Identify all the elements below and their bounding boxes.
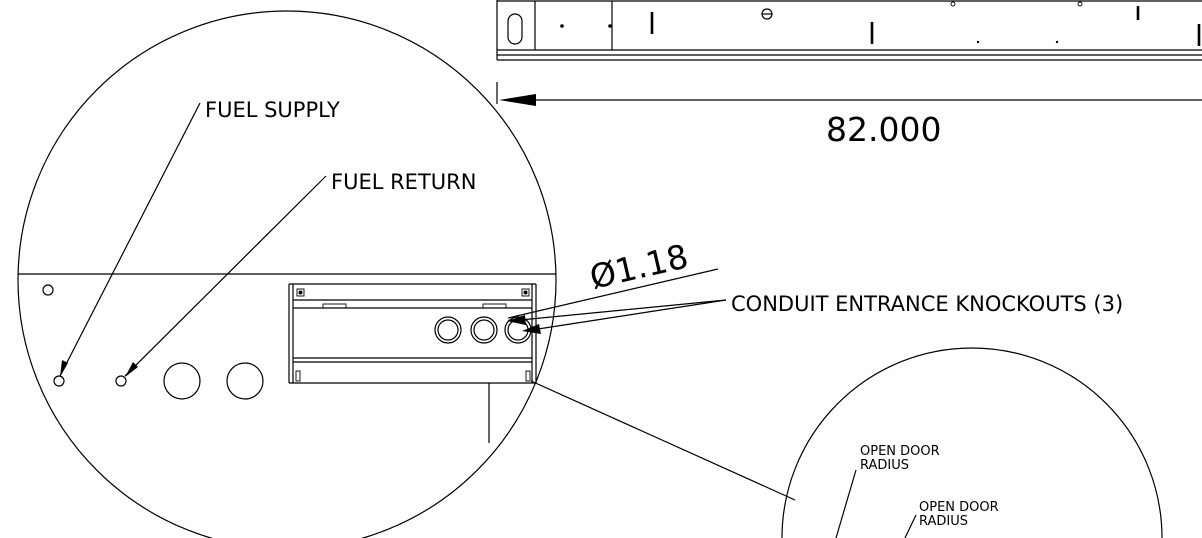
- dimension-overall-length: 82.000: [826, 110, 941, 149]
- fuel-return-leader: [124, 175, 327, 377]
- conduit-box: [288, 283, 537, 384]
- conduit-box-clip: [322, 303, 347, 309]
- plate-knockout-hole: [163, 362, 201, 400]
- mounting-hole: [42, 284, 54, 296]
- elevation-rivet: [560, 24, 564, 28]
- leader-arrowhead: [507, 315, 526, 325]
- detail-view-fuel-and-conduit: FUEL SUPPLY FUEL RETURN Ø1.18 CONDUIT EN…: [17, 10, 1123, 538]
- open-door-radius-label-2a: OPEN DOOR: [919, 500, 999, 515]
- conduit-knockout-inner: [473, 319, 495, 341]
- box-tab: [525, 370, 531, 382]
- open-door-radius-label-2b: RADIUS: [919, 514, 968, 529]
- conduit-knockout: [434, 316, 462, 344]
- screw-icon: [521, 288, 530, 297]
- door-detail-circle: [781, 347, 1163, 538]
- conduit-leader: [509, 299, 727, 322]
- screw-icon: [296, 288, 305, 297]
- elevation-rivet: [1055, 40, 1059, 44]
- elevation-small-hole: [950, 1, 956, 7]
- leader-arrowhead: [60, 360, 68, 377]
- box-tab: [295, 370, 301, 382]
- elevation-rivet: [976, 40, 980, 44]
- open-door-radius-label-1b: RADIUS: [860, 458, 909, 473]
- leader-arrowhead: [125, 362, 138, 377]
- detail-view-open-door: OPEN DOOR RADIUS OPEN DOOR RADIUS: [781, 347, 1163, 538]
- open-door-radius-label-1a: OPEN DOOR: [860, 444, 940, 459]
- overall-length-dimension: 82.000: [496, 82, 1202, 149]
- door-radius-leader: [835, 469, 857, 538]
- dimension-arrowhead: [499, 94, 536, 106]
- conduit-knockout-inner: [437, 319, 459, 341]
- fuel-supply-leader: [59, 102, 201, 377]
- screw-head: [298, 290, 303, 295]
- elevation-small-hole: [1077, 1, 1083, 7]
- elevation-slot-hole: [507, 13, 523, 45]
- elevation-rivet: [608, 24, 612, 28]
- conduit-box-clip: [482, 303, 507, 309]
- fuel-return-label: FUEL RETURN: [331, 170, 476, 194]
- leader-arrowhead: [522, 324, 541, 334]
- diameter-leader: [507, 268, 719, 319]
- screw-head: [523, 290, 528, 295]
- conduit-knockouts-label: CONDUIT ENTRANCE KNOCKOUTS (3): [731, 292, 1123, 316]
- fuel-return-port: [115, 375, 127, 387]
- top-elevation-view: [496, 0, 1202, 61]
- conduit-knockout: [470, 316, 498, 344]
- fuel-supply-port: [53, 375, 65, 387]
- detail-circle: [17, 10, 557, 538]
- plate-knockout-hole: [226, 362, 264, 400]
- detail-connector-line: [530, 380, 796, 501]
- conduit-leader: [524, 299, 727, 332]
- door-radius-leader: [904, 514, 917, 538]
- fuel-supply-label: FUEL SUPPLY: [205, 98, 340, 122]
